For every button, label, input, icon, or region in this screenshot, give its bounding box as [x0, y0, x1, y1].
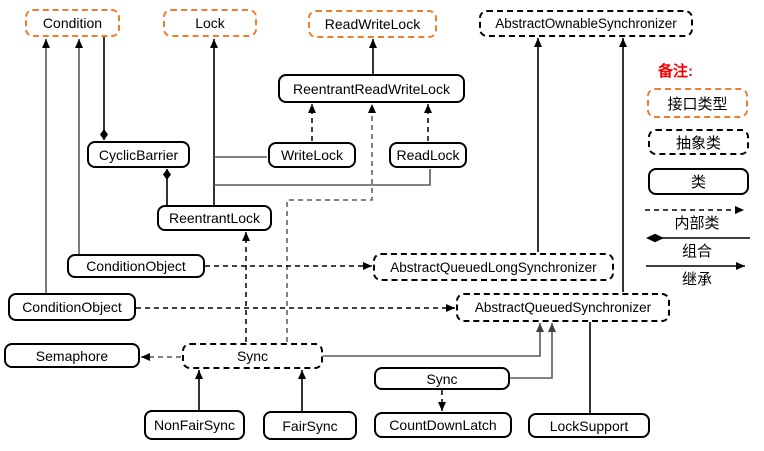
node-cyclicbarrier: CyclicBarrier: [87, 141, 190, 168]
edge-sync-inner-of-rrwl: [286, 104, 376, 342]
legend-inner-class-label: 内部类: [674, 215, 720, 232]
node-conditionobject-upper: ConditionObject: [67, 254, 205, 278]
legend-interface-sample: 接口类型: [647, 88, 748, 118]
legend-abstract-sample: 抽象类: [648, 129, 749, 155]
legend-composition-label: 组合: [681, 243, 712, 260]
node-abstractqueuedlongsynchronizer: AbstractQueuedLongSynchronizer: [373, 253, 614, 281]
node-reentrantlock: ReentrantLock: [157, 205, 272, 231]
node-fairsync: FairSync: [263, 411, 357, 440]
node-countdownlatch: CountDownLatch: [374, 412, 512, 438]
node-writelock: WriteLock: [268, 142, 356, 168]
node-sync-abstract: Sync: [182, 343, 323, 369]
node-abstractownablesynchronizer: AbstractOwnableSynchronizer: [479, 10, 693, 37]
node-locksupport: LockSupport: [528, 413, 650, 438]
node-reentrantreadwritelock: ReentrantReadWriteLock: [278, 74, 465, 103]
node-abstractqueuedsynchronizer: AbstractQueuedSynchronizer: [456, 293, 670, 322]
node-sync-class: Sync: [374, 367, 510, 390]
edge-readlock-to-lock-branch: [214, 169, 431, 186]
node-nonfairsync: NonFairSync: [144, 410, 245, 440]
legend-title: 备注:: [658, 63, 693, 80]
node-conditionobject-lower: ConditionObject: [8, 293, 136, 321]
edge-sync-abstract-to-aqs: [323, 323, 544, 357]
legend-inheritance-label: 继承: [681, 271, 712, 288]
legend-composition-diamond-icon: [646, 233, 664, 243]
node-readwritelock: ReadWriteLock: [308, 10, 437, 38]
node-semaphore: Semaphore: [4, 343, 140, 368]
node-lock: Lock: [163, 9, 257, 37]
legend-class-sample: 类: [648, 168, 749, 195]
node-readlock: ReadLock: [389, 142, 467, 168]
node-condition: Condition: [25, 9, 120, 37]
edge-sync-class-to-aqs: [510, 323, 556, 379]
